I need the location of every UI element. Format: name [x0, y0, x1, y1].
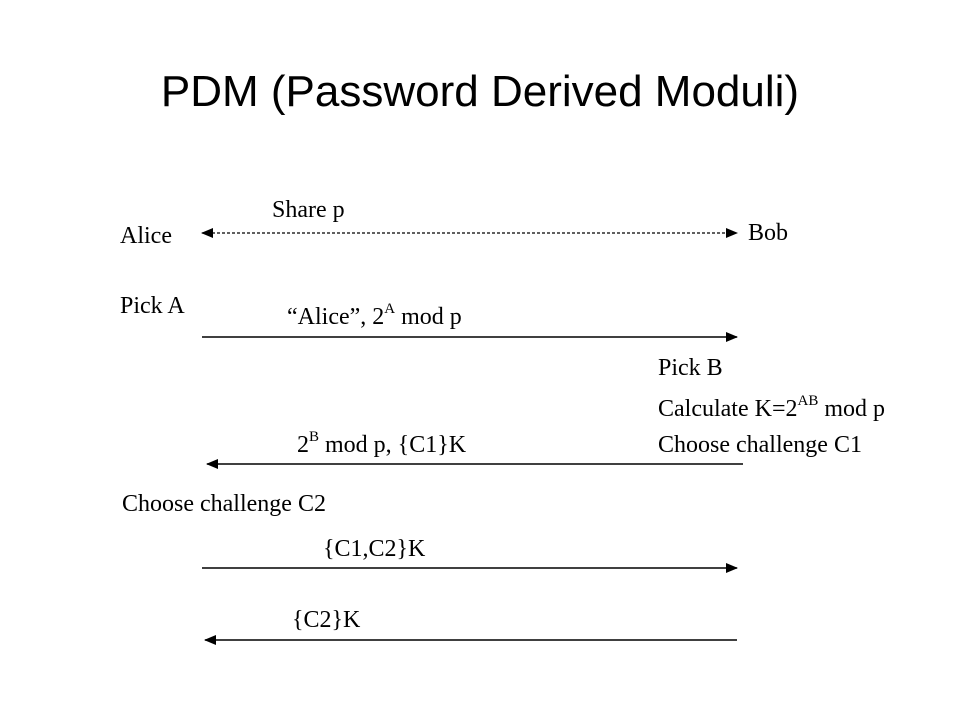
calculate-k-label: Calculate K=2AB mod p — [658, 393, 886, 423]
pick-b-label: Pick B — [658, 355, 723, 381]
choose-c2-label: Choose challenge C2 — [122, 491, 326, 517]
slide-title: PDM (Password Derived Moduli) — [160, 67, 800, 116]
message-4-label: {C2}K — [292, 607, 361, 633]
bob-label: Bob — [748, 220, 789, 246]
message-2-label: 2B mod p, {C1}K — [297, 429, 467, 459]
choose-c1-label: Choose challenge C1 — [658, 432, 862, 458]
message-3-label: {C1,C2}K — [323, 536, 426, 562]
message-1-label: “Alice”, 2A mod p — [287, 301, 462, 331]
pick-a-label: Pick A — [120, 293, 185, 319]
share-p-label: Share p — [272, 197, 345, 223]
alice-label: Alice — [120, 223, 172, 249]
